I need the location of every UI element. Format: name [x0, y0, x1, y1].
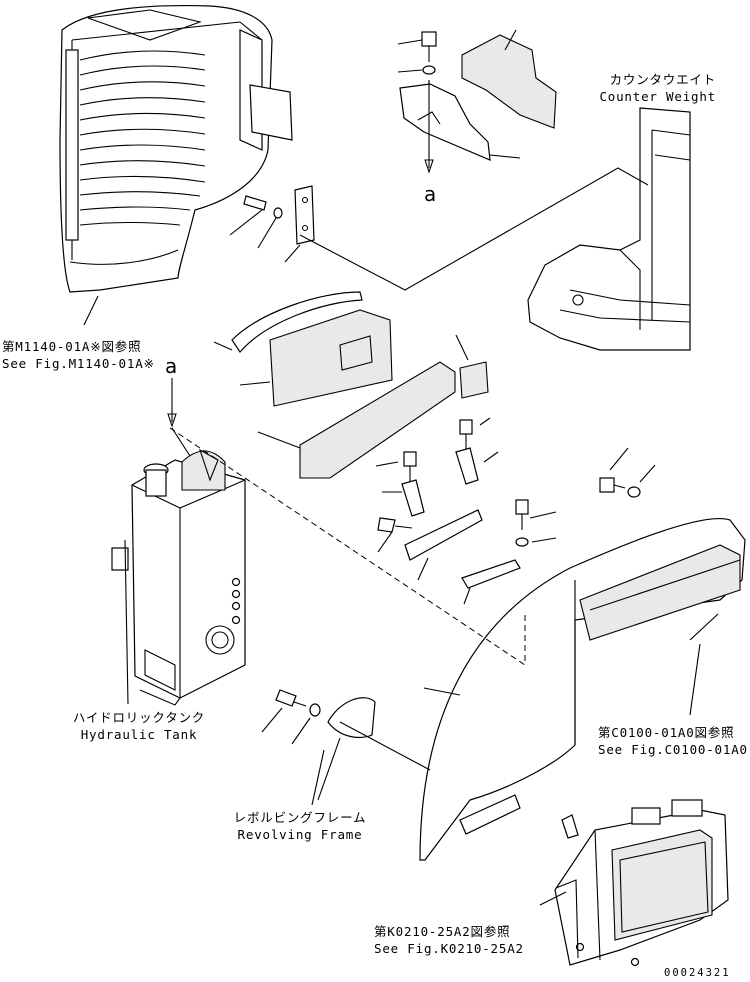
view-marker-a-top: a [424, 182, 437, 206]
label-counter-weight-jp: カウンタウエイト [609, 72, 716, 87]
label-ref-k0210-en: See Fig.K0210-25A2 [374, 941, 524, 956]
insulation-pad [213, 309, 393, 407]
bolt-washer-lower [261, 689, 321, 745]
label-hydraulic-tank-en: Hydraulic Tank [80, 727, 198, 742]
leader-m1140 [83, 295, 99, 326]
label-ref-c0100-en: See Fig.C0100-01A0 [598, 742, 748, 757]
label-hydraulic-tank-jp: ハイドロリックタンク [72, 710, 206, 725]
foam-block-small [455, 334, 489, 399]
cooling-unit [554, 799, 729, 967]
label-revolving-frame-en: Revolving Frame [237, 827, 363, 842]
view-arrow-a-top [424, 80, 434, 174]
label-revolving-frame-jp: レボルビングフレーム [233, 810, 367, 825]
bolt-washer-top [397, 31, 437, 75]
label-ref-k0210-jp: 第K0210-25A2図参照 [374, 924, 511, 939]
label-ref-c0100-jp: 第C0100-01A0図参照 [598, 725, 735, 740]
bracket-bolts [375, 417, 656, 605]
hydraulic-tank [111, 448, 246, 706]
seal-strip [231, 291, 363, 353]
counter-weight [527, 107, 691, 351]
leader-k0210 [539, 891, 567, 906]
leader-c0100 [689, 643, 701, 716]
foam-strip-long [257, 361, 456, 479]
counterweight-block [461, 29, 557, 129]
leader-counter-weight [299, 167, 649, 291]
bolt [229, 195, 301, 263]
hinge-bracket [249, 84, 315, 245]
side-cover-panel [169, 427, 746, 861]
label-counter-weight-en: Counter Weight [599, 89, 716, 104]
drawing-number: 00024321 [664, 967, 731, 979]
label-ref-m1140-jp: 第M1140-01A※図参照 [2, 339, 142, 354]
engine-hood-grille [59, 4, 273, 293]
leader-revolving-frame [311, 749, 325, 806]
view-marker-a-left: a [165, 354, 178, 378]
cover-plate-small [317, 697, 431, 801]
cover-plate [399, 83, 521, 161]
label-ref-m1140-en: See Fig.M1140-01A※ [2, 356, 155, 371]
leader-hydraulic-tank [124, 539, 129, 705]
